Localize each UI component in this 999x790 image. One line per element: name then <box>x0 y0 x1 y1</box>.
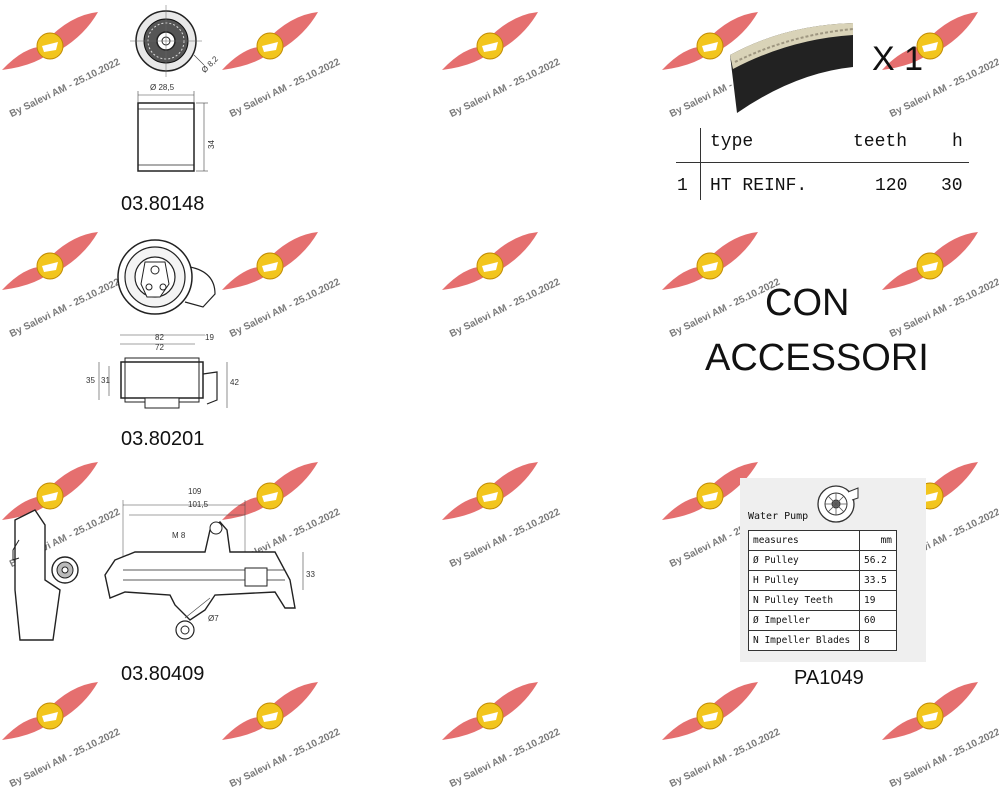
tensioner-dim-19: 19 <box>205 333 214 342</box>
table-row: N Pulley Teeth 19 <box>748 590 897 611</box>
water-pump-header-label: measures <box>748 530 860 551</box>
winged-logo-icon <box>222 682 318 740</box>
watermark: By Salevi AM - 25.10.2022 <box>220 680 370 790</box>
winged-logo-icon <box>442 12 538 70</box>
belt-table-hline <box>676 162 969 163</box>
part-code-water-pump: PA1049 <box>794 667 864 689</box>
winged-logo-icon <box>2 682 98 740</box>
part-code-tensioner: 03.80201 <box>121 428 205 450</box>
guide-dim-7: Ø7 <box>208 614 219 623</box>
guide-dim-109: 109 <box>188 487 202 496</box>
part-code-idler: 03.80148 <box>121 193 205 215</box>
measure-label: Ø Pulley <box>748 550 860 571</box>
watermark-text: By Salevi AM - 25.10.2022 <box>448 276 562 340</box>
watermark-text: By Salevi AM - 25.10.2022 <box>448 726 562 790</box>
winged-logo-icon <box>882 232 978 290</box>
watermark-text: By Salevi AM - 25.10.2022 <box>228 276 342 340</box>
winged-logo-icon <box>662 682 758 740</box>
water-pump-icon <box>812 480 860 533</box>
water-pump-title: Water Pump <box>748 511 809 522</box>
watermark-text: By Salevi AM - 25.10.2022 <box>448 506 562 570</box>
guide-pulley-drawing <box>5 480 325 650</box>
winged-logo-icon <box>662 232 758 290</box>
belt-row-num: 1 <box>677 176 688 196</box>
measure-value: 19 <box>859 590 897 611</box>
measure-value: 33.5 <box>859 570 897 591</box>
table-row: Ø Pulley 56.2 <box>748 550 897 571</box>
idler-pulley-drawing <box>100 5 230 185</box>
watermark-text: By Salevi AM - 25.10.2022 <box>888 726 999 790</box>
watermark-text: By Salevi AM - 25.10.2022 <box>668 726 782 790</box>
winged-logo-icon <box>222 12 318 70</box>
winged-logo-icon <box>442 232 538 290</box>
winged-logo-icon <box>2 12 98 70</box>
watermark: By Salevi AM - 25.10.2022 <box>880 680 999 790</box>
idler-dim-diameter: Ø 28,5 <box>150 83 175 92</box>
tensioner-dim-82: 82 <box>155 333 164 342</box>
belt-row-teeth: 120 <box>875 176 908 196</box>
belt-row-h: 30 <box>941 176 963 196</box>
measure-label: N Impeller Blades <box>748 630 860 651</box>
guide-dim-33: 33 <box>306 570 315 579</box>
measure-value: 56.2 <box>859 550 897 571</box>
tensioner-dim-42: 42 <box>230 378 239 387</box>
watermark: By Salevi AM - 25.10.2022 <box>0 680 150 790</box>
watermark: By Salevi AM - 25.10.2022 <box>660 680 810 790</box>
watermark: By Salevi AM - 25.10.2022 <box>220 10 370 120</box>
measure-label: H Pulley <box>748 570 860 591</box>
belt-quantity: X 1 <box>872 40 924 78</box>
part-code-guide: 03.80409 <box>121 663 205 685</box>
winged-logo-icon <box>442 682 538 740</box>
belt-table-vline <box>700 128 701 200</box>
timing-belt-drawing <box>725 15 860 115</box>
measure-label: Ø Impeller <box>748 610 860 631</box>
water-pump-table: measures mm Ø Pulley 56.2 H Pulley 33.5 … <box>748 530 897 651</box>
watermark: By Salevi AM - 25.10.2022 <box>440 680 590 790</box>
watermark-text: By Salevi AM - 25.10.2022 <box>228 56 342 120</box>
watermark-text: By Salevi AM - 25.10.2022 <box>8 726 122 790</box>
belt-header-type: type <box>710 132 754 152</box>
measure-value: 60 <box>859 610 897 631</box>
idler-dim-height: 34 <box>206 140 216 149</box>
tensioner-dim-72: 72 <box>155 343 164 352</box>
accessories-line1: CON <box>765 282 850 324</box>
belt-header-h: h <box>952 132 963 152</box>
tensioner-drawing <box>85 232 245 422</box>
water-pump-header-row: measures mm <box>748 530 897 551</box>
belt-header-teeth: teeth <box>853 132 908 152</box>
watermark: By Salevi AM - 25.10.2022 <box>440 230 590 340</box>
tensioner-dim-31: 31 <box>101 376 110 385</box>
table-row: N Impeller Blades 8 <box>748 630 897 651</box>
water-pump-header-unit: mm <box>859 530 897 551</box>
belt-row-type: HT REINF. <box>710 176 808 196</box>
table-row: Ø Impeller 60 <box>748 610 897 631</box>
measure-label: N Pulley Teeth <box>748 590 860 611</box>
winged-logo-icon <box>442 462 538 520</box>
guide-dim-101-5: 101,5 <box>188 500 209 509</box>
water-pump-card: Water Pump measures mm Ø Pulley 56.2 H P… <box>740 478 926 662</box>
guide-dim-m8: M 8 <box>172 531 186 540</box>
tensioner-dim-35: 35 <box>86 376 95 385</box>
winged-logo-icon <box>882 682 978 740</box>
measure-value: 8 <box>859 630 897 651</box>
table-row: H Pulley 33.5 <box>748 570 897 591</box>
watermark: By Salevi AM - 25.10.2022 <box>440 10 590 120</box>
watermark: By Salevi AM - 25.10.2022 <box>440 460 590 570</box>
watermark-text: By Salevi AM - 25.10.2022 <box>888 276 999 340</box>
watermark: By Salevi AM - 25.10.2022 <box>880 230 999 340</box>
accessories-line2: ACCESSORI <box>705 337 929 379</box>
watermark-text: By Salevi AM - 25.10.2022 <box>448 56 562 120</box>
watermark-text: By Salevi AM - 25.10.2022 <box>228 726 342 790</box>
